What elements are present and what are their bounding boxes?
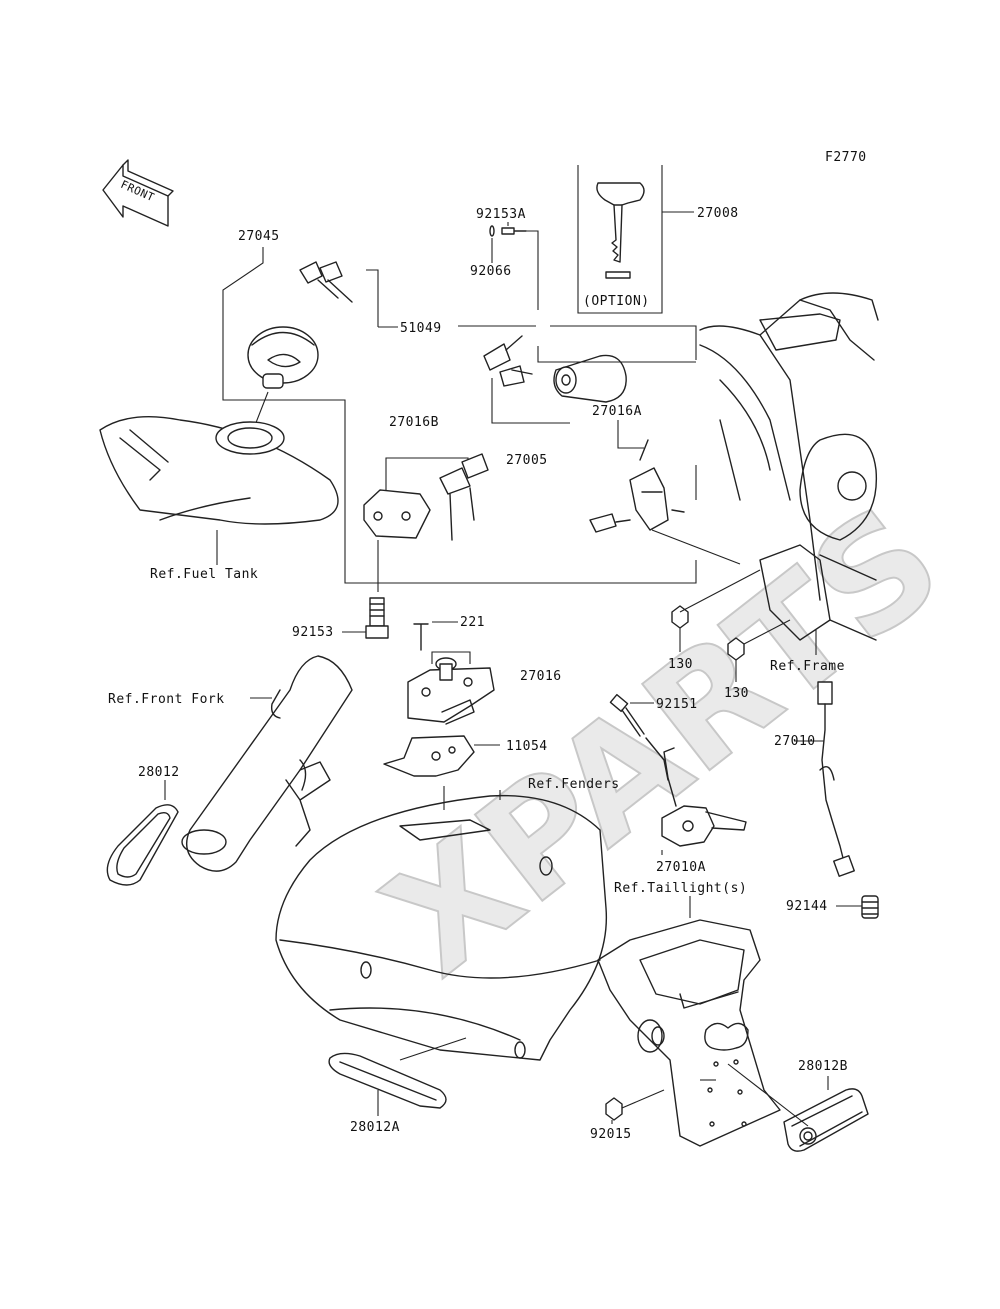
label-ref-fuel-tank: Ref.Fuel Tank [150,567,258,582]
reflector-28012A [328,1052,447,1109]
label-92015: 92015 [590,1127,632,1142]
label-ref-front-fork: Ref.Front Fork [108,692,225,707]
reflector-28012 [106,804,179,886]
label-92153A: 92153A [476,207,526,222]
bolt-92153 [365,597,389,639]
label-27010: 27010 [774,734,816,749]
label-27008: 27008 [697,206,739,221]
label-92153: 92153 [292,625,334,640]
label-option: (OPTION) [583,294,650,309]
label-92151: 92151 [656,697,698,712]
label-28012: 28012 [138,765,180,780]
bracket-11054 [383,735,475,777]
label-92066: 92066 [470,264,512,279]
label-27016A: 27016A [592,404,642,419]
reflector-28012B [783,1088,869,1152]
label-27045: 27045 [238,229,280,244]
label-28012A: 28012A [350,1120,400,1135]
nut-92015 [605,1097,623,1121]
seat-lock-27016B [363,453,489,541]
option-key-box: 27008 (OPTION) [577,165,739,314]
washer-92066 [489,225,495,237]
label-92144: 92144 [786,899,828,914]
taillight-bracket [597,919,781,1147]
label-130a: 130 [668,657,693,672]
rear-fender [275,794,608,1061]
label-27010A: 27010A [656,860,706,875]
frame [699,292,879,641]
label-11054: 11054 [506,739,548,754]
fuel-cap-keys [299,261,353,303]
front-fork [181,655,353,872]
label-ref-fenders: Ref.Fenders [528,777,620,792]
label-51049: 51049 [400,321,442,336]
ignition-switch-27005 [553,354,627,403]
label-27016: 27016 [520,669,562,684]
label-27016B: 27016B [389,415,439,430]
fuel-tank [99,416,339,525]
bolt-92151 [609,693,645,737]
switch-27010 [817,681,855,877]
screw-92153A [501,227,527,235]
helmet-lock-27016A [589,439,685,533]
screw-221 [413,623,429,651]
fuel-cap [247,326,319,389]
front-arrow-icon: FRONT [102,159,174,227]
label-130b: 130 [724,686,749,701]
ignition-keys-27005 [483,335,533,387]
figure-code: F2770 [825,150,867,165]
bolt-92144 [861,895,879,919]
nut-130a [671,605,689,629]
label-221: 221 [460,615,485,630]
label-28012B: 28012B [798,1059,848,1074]
seat-lock-27016 [407,657,495,725]
label-ref-taillight: Ref.Taillight(s) [614,881,747,896]
label-ref-frame: Ref.Frame [770,659,845,674]
nut-130b [727,637,745,661]
switch-27010A [645,737,747,847]
label-27005: 27005 [506,453,548,468]
